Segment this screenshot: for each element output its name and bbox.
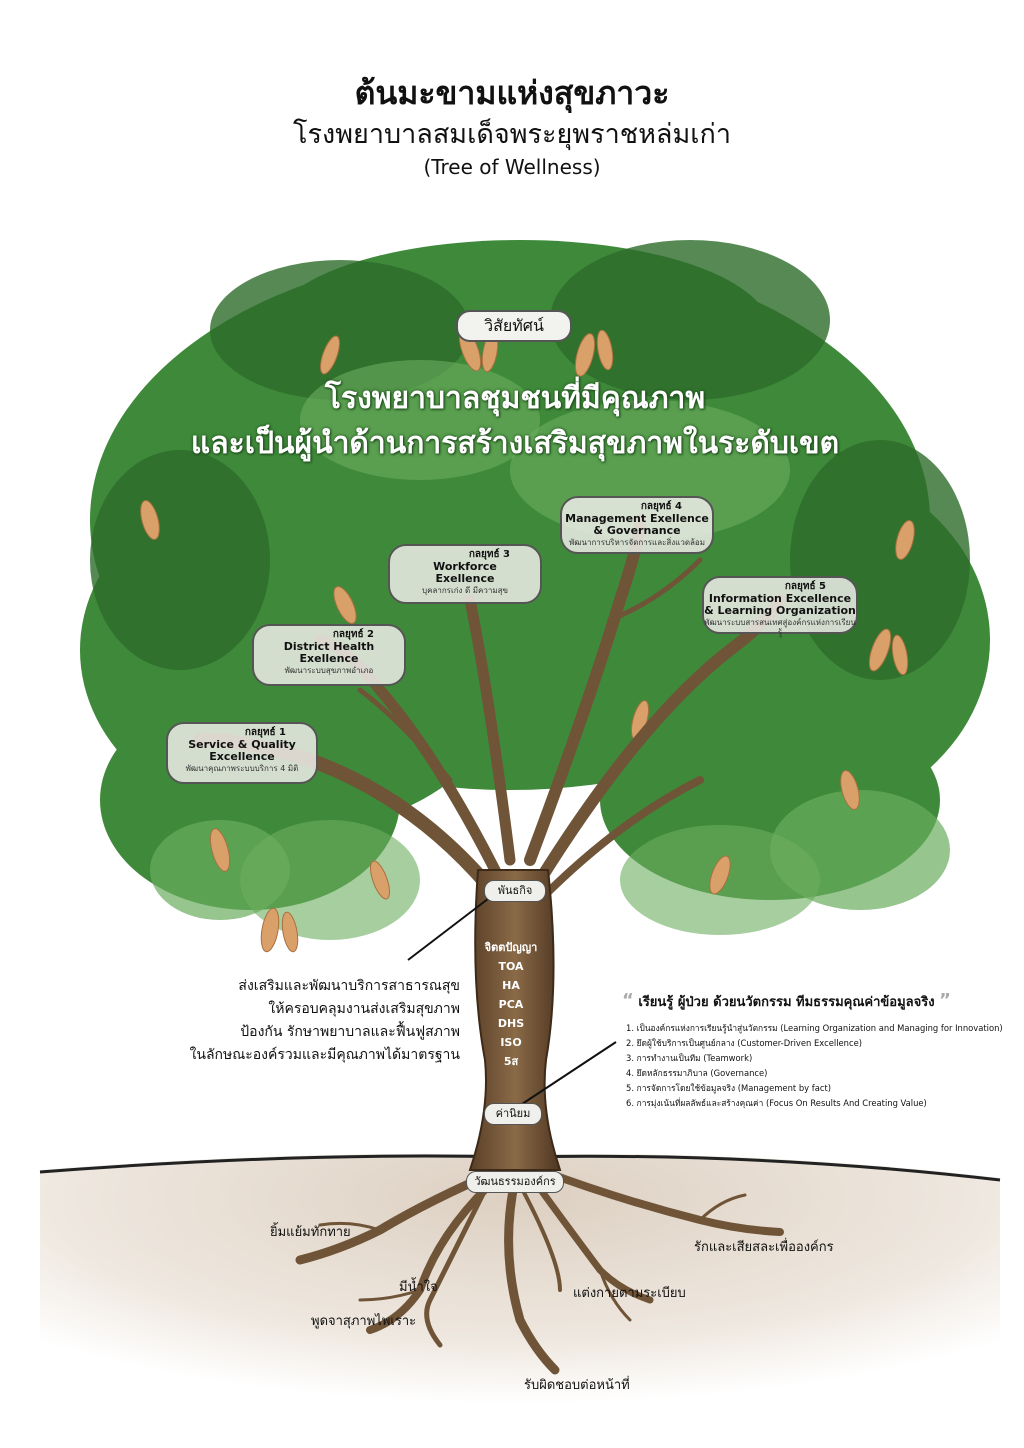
page-title: ต้นมะขามแห่งสุขภาวะ bbox=[354, 74, 670, 112]
english-subtitle: (Tree of Wellness) bbox=[423, 155, 601, 179]
strategy-3-description: บุคลากรเก่ง ดี มีความสุข bbox=[422, 586, 508, 595]
strategy-4-name-line2: & Governance bbox=[593, 524, 681, 537]
values-list: 1. เป็นองค์กรแห่งการเรียนรู้นำสู่นวัตกรร… bbox=[626, 1021, 1006, 1111]
strategy-3-number: กลยุทธ์ 3 bbox=[468, 549, 510, 560]
values-headline: “ เรียนรู้ ผู้ป่วย ด้วยนวัตกรรม ทีมธรรมค… bbox=[622, 990, 982, 1012]
trunk-item: HA bbox=[502, 979, 520, 992]
strategy-4-box: กลยุทธ์ 4 Management Exellence & Governa… bbox=[560, 496, 714, 554]
trunk-item: TOA bbox=[498, 960, 524, 973]
strategy-3-name-line2: Exellence bbox=[435, 572, 495, 585]
values-tag: ค่านิยม bbox=[484, 1103, 542, 1125]
tamarind-pods bbox=[140, 328, 915, 953]
root-label: รับผิดชอบต่อหน้าที่ bbox=[524, 1378, 630, 1393]
strategy-2-name-line2: Exellence bbox=[299, 652, 359, 665]
strategy-2-box: กลยุทธ์ 2 District Health Exellence พัฒน… bbox=[252, 624, 406, 686]
culture-tag: วัฒนธรรมองค์กร bbox=[466, 1171, 564, 1193]
strategy-1-name-line2: Excellence bbox=[209, 750, 275, 763]
values-item: 1. เป็นองค์กรแห่งการเรียนรู้นำสู่นวัตกรร… bbox=[626, 1023, 1003, 1033]
strategy-2-number: กลยุทธ์ 2 bbox=[332, 629, 374, 640]
root-label: แต่งกายตามระเบียบ bbox=[573, 1286, 686, 1301]
mission-leader-line bbox=[407, 891, 498, 961]
values-item: 6. การมุ่งเน้นที่ผลลัพธ์และสร้างคุณค่า (… bbox=[626, 1098, 927, 1108]
strategy-5-name-line1: Information Excellence bbox=[708, 592, 852, 605]
values-item: 2. ยึดผู้ใช้บริการเป็นศูนย์กลาง (Custome… bbox=[626, 1038, 863, 1048]
trunk-item: 5ส bbox=[503, 1055, 519, 1068]
root-label: ยิ้มแย้มทักทาย bbox=[270, 1225, 351, 1240]
mission-statement: ส่งเสริมและพัฒนาบริการสาธารณสุข ให้ครอบค… bbox=[160, 975, 460, 1067]
vision-line-1: โรงพยาบาลชุมชนที่มีคุณภาพ bbox=[324, 381, 706, 416]
strategy-4-description: พัฒนาการบริหารจัดการและสิ่งแวดล้อม bbox=[568, 538, 705, 547]
mission-line: ส่งเสริมและพัฒนาบริการสาธารณสุข bbox=[238, 978, 460, 994]
strategy-4-number: กลยุทธ์ 4 bbox=[640, 501, 682, 512]
strategy-1-number: กลยุทธ์ 1 bbox=[244, 727, 286, 738]
strategy-1-name-line1: Service & Quality bbox=[188, 738, 296, 751]
strategy-4-name-line1: Management Exellence bbox=[565, 512, 709, 525]
values-item: 4. ยึดหลักธรรมาภิบาล (Governance) bbox=[626, 1068, 768, 1078]
strategy-5-name-line2: & Learning Organization bbox=[704, 604, 856, 617]
strategy-3-name-line1: Workforce bbox=[433, 560, 497, 573]
roots bbox=[295, 1165, 784, 1375]
mission-tag: พันธกิจ bbox=[484, 880, 546, 902]
mission-line: ในลักษณะองค์รวมและมีคุณภาพได้มาตรฐาน bbox=[189, 1047, 460, 1063]
close-quote: ” bbox=[939, 990, 951, 1011]
ground bbox=[40, 1154, 1000, 1448]
strategy-5-box: กลยุทธ์ 5 Information Excellence & Learn… bbox=[702, 576, 858, 637]
values-item: 3. การทำงานเป็นทีม (Teamwork) bbox=[626, 1053, 753, 1063]
root-label: มีน้ำใจ bbox=[399, 1280, 438, 1295]
mission-line: ป้องกัน รักษาพยาบาลและฟื้นฟูสภาพ bbox=[240, 1024, 460, 1040]
values-leader-line bbox=[512, 1041, 617, 1111]
trunk-standards-list: จิตตปัญญา TOA HA PCA DHS ISO 5ส bbox=[476, 938, 546, 1071]
strategy-3-box: กลยุทธ์ 3 Workforce Exellence บุคลากรเก่… bbox=[388, 544, 542, 604]
trunk-item: ISO bbox=[500, 1036, 522, 1049]
trunk-item: PCA bbox=[498, 998, 524, 1011]
strategy-1-description: พัฒนาคุณภาพระบบบริการ 4 มิติ bbox=[185, 764, 299, 773]
values-item: 5. การจัดการโดยใช้ข้อมูลจริง (Management… bbox=[626, 1083, 831, 1093]
strategy-5-description: พัฒนาระบบสารสนเทศสู่องค์กรแห่งการเรียนรู… bbox=[704, 618, 856, 637]
vision-label: วิสัยทัศน์ bbox=[456, 310, 572, 342]
root-label: รักและเสียสละเพื่อองค์กร bbox=[694, 1240, 834, 1255]
strategy-2-description: พัฒนาระบบสุขภาพอำเภอ bbox=[284, 666, 374, 675]
strategy-2-name-line1: District Health bbox=[283, 640, 375, 653]
strategy-1-box: กลยุทธ์ 1 Service & Quality Excellence พ… bbox=[166, 722, 318, 784]
open-quote: “ bbox=[622, 990, 634, 1011]
vision-line-2: และเป็นผู้นำด้านการสร้างเสริมสุขภาพในระด… bbox=[190, 426, 840, 461]
mission-line: ให้ครอบคลุมงานส่งเสริมสุขภาพ bbox=[268, 1001, 460, 1017]
trunk-item: จิตตปัญญา bbox=[484, 941, 538, 954]
strategy-5-number: กลยุทธ์ 5 bbox=[784, 581, 826, 592]
root-label: พูดจาสุภาพไพเราะ bbox=[311, 1314, 417, 1329]
trunk-item: DHS bbox=[497, 1017, 525, 1030]
hospital-name: โรงพยาบาลสมเด็จพระยุพราชหล่มเก่า bbox=[293, 119, 731, 150]
values-headline-text: เรียนรู้ ผู้ป่วย ด้วยนวัตกรรม ทีมธรรมคุณ… bbox=[638, 995, 935, 1010]
